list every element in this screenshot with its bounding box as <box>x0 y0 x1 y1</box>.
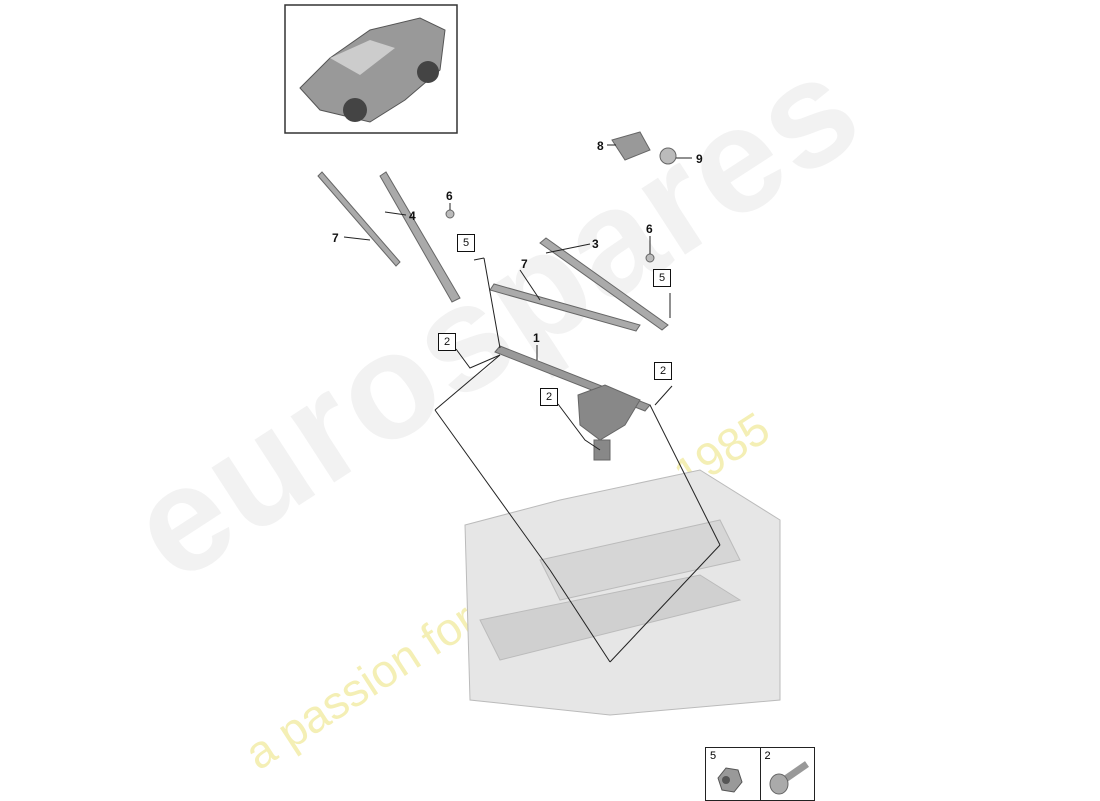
fastener-legend: 5 2 <box>705 747 815 801</box>
callout-4: 4 <box>409 209 416 223</box>
body-structure <box>464 469 781 716</box>
nut-icon <box>717 767 743 793</box>
legend-label: 2 <box>764 750 771 762</box>
callout-box-2: 2 <box>540 388 558 406</box>
callout-box-2: 2 <box>438 333 456 351</box>
callout-1: 1 <box>533 331 540 345</box>
callout-box-5: 5 <box>457 234 475 252</box>
vehicle-thumbnail <box>284 4 458 134</box>
bolt-icon <box>769 761 809 795</box>
callout-3: 3 <box>592 237 599 251</box>
callout-box-5: 5 <box>653 269 671 287</box>
callout-7: 7 <box>332 231 339 245</box>
legend-cell-nut: 5 <box>706 748 760 800</box>
wiper-parts <box>317 131 677 461</box>
callout-9: 9 <box>696 152 703 166</box>
legend-cell-bolt: 2 <box>759 748 815 800</box>
leader-lines <box>343 144 721 663</box>
callout-8: 8 <box>597 139 604 153</box>
callout-box-2: 2 <box>654 362 672 380</box>
legend-label: 5 <box>710 750 717 762</box>
callout-6: 6 <box>446 189 453 203</box>
callout-6: 6 <box>646 222 653 236</box>
callout-7: 7 <box>521 257 528 271</box>
